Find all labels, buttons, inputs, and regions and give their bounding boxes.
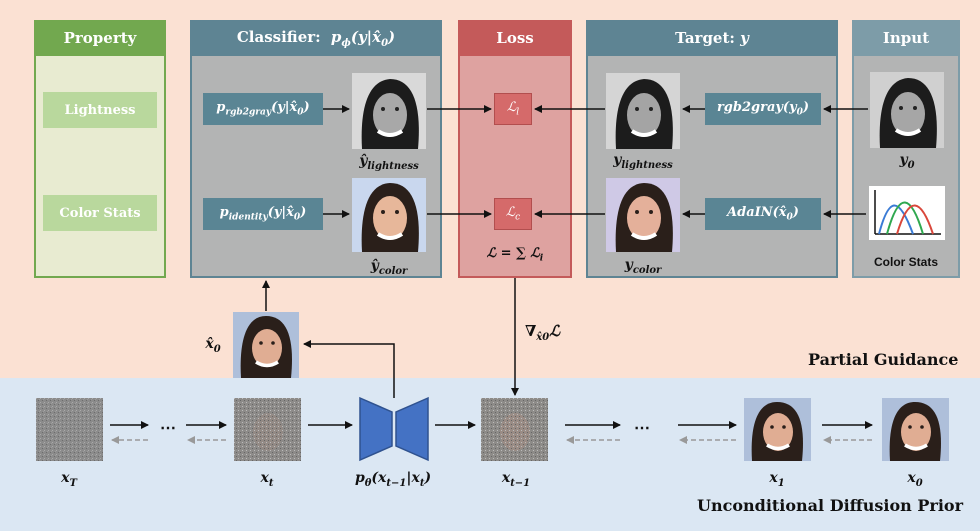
xT-label: xT: [61, 470, 77, 489]
target-title: Target: y: [675, 29, 749, 47]
unet-icon: [359, 396, 429, 462]
input-face-image: [870, 72, 944, 148]
xt-1-label: xt−1: [501, 470, 531, 489]
classifier-title: Classifier: pϕ(y|x̂0): [236, 27, 396, 49]
noisy-xt-1-image: [481, 398, 548, 461]
color-face-image: [352, 178, 426, 252]
input-header: Input: [852, 20, 960, 56]
y-hat-lightness-label: ŷlightness: [359, 153, 419, 172]
noise-xT-image: [36, 398, 103, 461]
y-lightness-label: ylightness: [613, 152, 673, 171]
input-title: Input: [882, 29, 930, 47]
property-title: Property: [63, 29, 137, 47]
x0-face-image: [882, 398, 949, 461]
loss-lightness-box: ℒl: [494, 93, 532, 125]
loss-color-box: ℒc: [494, 198, 532, 230]
classifier-fn-identity: pidentity(y|x̂0): [203, 198, 323, 230]
target-color-face-image: [606, 178, 680, 252]
x0-label: x0: [907, 470, 923, 489]
partial-guidance-label: Partial Guidance: [808, 350, 959, 369]
x1-label: x1: [769, 470, 785, 489]
gray-face-image: [352, 73, 426, 149]
target-fn-gray: rgb2gray(y0): [705, 93, 821, 125]
input-color-stats-label: Color Stats: [873, 255, 938, 269]
diffusion-prior-label: Unconditional Diffusion Prior: [697, 496, 964, 515]
property-color-stats: Color Stats: [43, 195, 157, 231]
x1-face-image: [744, 398, 811, 461]
color-stats-plot: [869, 186, 945, 240]
loss-header: Loss: [458, 20, 572, 56]
input-y0-label: y0: [899, 152, 915, 171]
ellipsis-right: ⋯: [634, 418, 650, 437]
classifier-header: Classifier: pϕ(y|x̂0): [190, 20, 442, 56]
gradient-label: ∇x̂0ℒ: [525, 322, 561, 343]
y-color-label: ycolor: [624, 257, 662, 276]
x0-hat-label: x̂0: [205, 336, 221, 355]
ellipsis-left: ⋯: [160, 418, 176, 437]
property-lightness: Lightness: [43, 92, 157, 128]
target-gray-face-image: [606, 73, 680, 149]
property-panel: [34, 20, 166, 278]
y-hat-color-label: ŷcolor: [370, 258, 408, 277]
loss-sum-label: ℒ = ∑ ℒi: [486, 246, 544, 264]
target-fn-adain: AdaIN(x̂0): [705, 198, 821, 230]
target-header: Target: y: [586, 20, 838, 56]
loss-title: Loss: [496, 29, 534, 47]
property-header: Property: [34, 20, 166, 56]
noisy-xt-image: [234, 398, 301, 461]
model-label: pθ(xt−1|xt): [354, 470, 432, 489]
x0-hat-face-image: [233, 312, 299, 378]
loss-panel: [458, 20, 572, 278]
xt-label: xt: [260, 470, 274, 489]
classifier-fn-lightness: prgb2gray(y|x̂0): [203, 93, 323, 125]
